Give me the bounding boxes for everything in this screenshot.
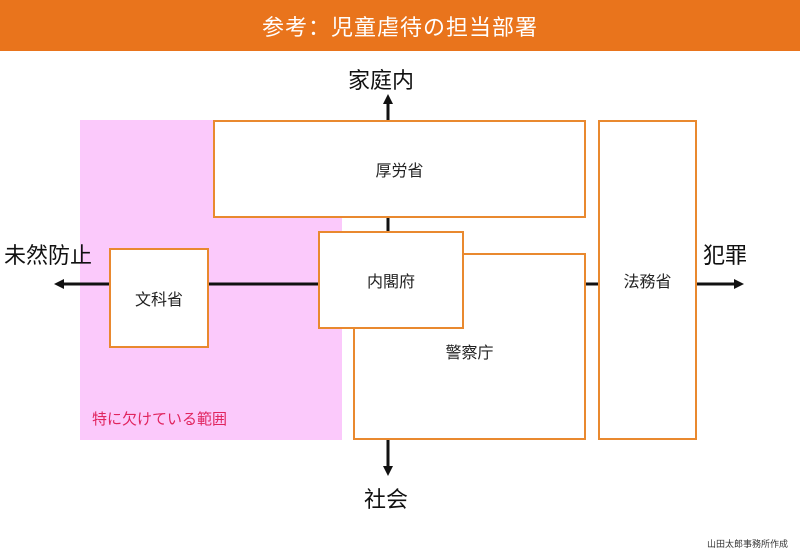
mhlw-box: 厚労省	[213, 120, 586, 218]
mext-box: 文科省	[109, 248, 209, 348]
axis-label-right: 犯罪	[703, 244, 748, 269]
cabinet-office-box: 内閣府	[318, 231, 464, 329]
credit-text: 山田太郎事務所作成	[706, 540, 788, 550]
cabinet-office-label: 内閣府	[366, 272, 415, 291]
page-title: 参考：児童虐待の担当部署	[261, 15, 538, 41]
missing-coverage-label: 特に欠けている範囲	[92, 410, 228, 428]
axis-label-top: 家庭内	[348, 69, 415, 94]
police-label: 警察庁	[445, 343, 494, 362]
axis-label-left: 未然防止	[4, 244, 93, 269]
moj-label: 法務省	[623, 272, 672, 291]
moj-box: 法務省	[598, 120, 697, 440]
mhlw-label: 厚労省	[375, 161, 424, 180]
axis-label-bottom: 社会	[364, 488, 409, 513]
title-banner: 参考：児童虐待の担当部署	[0, 0, 800, 51]
mext-label: 文科省	[134, 290, 183, 309]
